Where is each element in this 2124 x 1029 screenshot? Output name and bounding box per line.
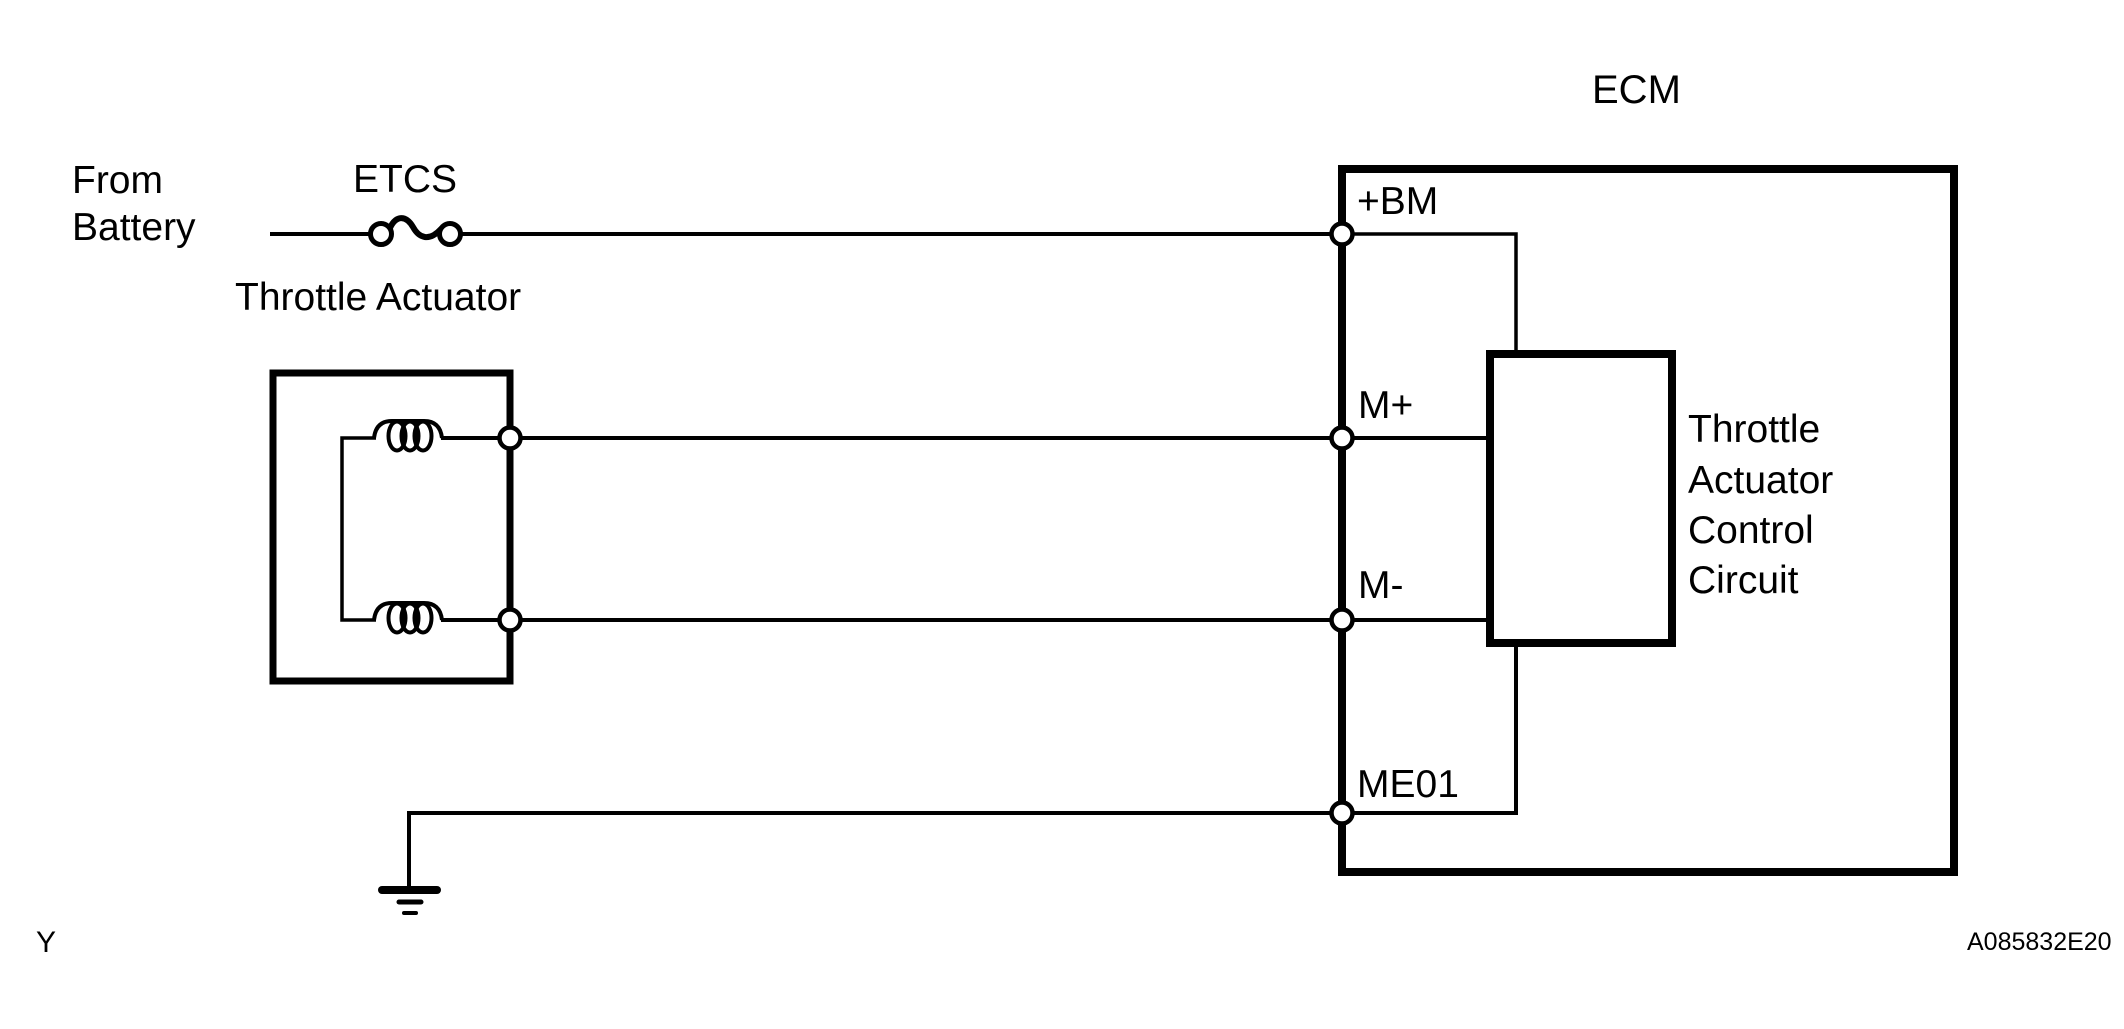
control-circuit-label-line2: Actuator: [1688, 459, 1833, 502]
control-circuit-label-line4: Circuit: [1688, 559, 1799, 602]
ecm-terminal-me01: [1329, 800, 1355, 826]
fuse-end-left: [368, 221, 394, 247]
coil-loop: [386, 601, 408, 635]
me01-ground-wire: [407, 647, 1518, 890]
fuse-end-right: [437, 221, 463, 247]
coil-loop: [386, 419, 408, 453]
terminal-label-m-minus: M-: [1358, 564, 1403, 607]
coil-loop: [412, 419, 434, 453]
terminal-label-me01: ME01: [1357, 763, 1459, 806]
figure-code: A085832E20: [1967, 928, 2112, 956]
motor-coil-bottom-icon: [372, 601, 444, 635]
throttle-actuator-label: Throttle Actuator: [235, 276, 521, 319]
ecm-terminal-m-minus: [1329, 607, 1355, 633]
fuse-element: [387, 215, 444, 240]
control-circuit-box: [1486, 350, 1676, 647]
bm-internal-wire: [1342, 232, 1518, 358]
terminal-label-bm: +BM: [1357, 180, 1438, 223]
control-circuit-label-line1: Throttle: [1688, 408, 1820, 451]
from-battery-label-line2: Battery: [72, 206, 196, 249]
page-marker: Y: [36, 926, 56, 959]
coil-loop: [399, 419, 421, 453]
terminal-label-m-plus: M+: [1358, 384, 1413, 427]
coil-loop: [399, 601, 421, 635]
ecm-title: ECM: [1592, 68, 1681, 112]
fuse-icon: [368, 215, 463, 247]
ecm-terminal-m-plus: [1329, 425, 1355, 451]
fuse-label: ETCS: [353, 158, 457, 201]
ecm-terminal-bm: [1329, 221, 1355, 247]
coil-loop: [412, 601, 434, 635]
actuator-terminal-m-plus: [497, 425, 523, 451]
control-circuit-label-line3: Control: [1688, 509, 1814, 552]
ground-icon: [378, 886, 441, 915]
actuator-terminal-m-minus: [497, 607, 523, 633]
actuator-internal-wire: [340, 436, 376, 622]
motor-coil-top-icon: [372, 419, 444, 453]
from-battery-label-line1: From: [72, 159, 163, 202]
